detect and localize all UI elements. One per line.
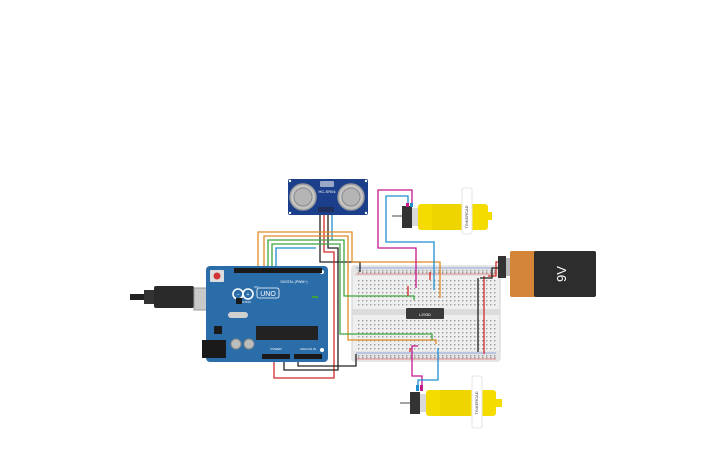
driver-chip-label: L293D — [419, 312, 431, 317]
wires — [257, 189, 500, 386]
wire-bottom-motor-magenta — [411, 345, 423, 386]
sensor-model-label: HC-SR04 — [318, 189, 336, 194]
wire-battery-black — [480, 267, 500, 279]
svg-text:+: + — [247, 292, 250, 298]
wire-pin-orange-1 — [257, 231, 441, 298]
reset-button[interactable] — [213, 272, 221, 280]
arduino-uno-board[interactable]: DIGITAL (PWM~) – + UNO ARDUINO ON POWER … — [130, 266, 328, 362]
dc-motor-bottom[interactable]: TINKERCAD — [400, 375, 502, 429]
analog-header-label: ANALOG IN — [300, 347, 316, 351]
wire-top-motor-magenta — [377, 189, 417, 288]
board-brand-label: ARDUINO — [237, 300, 252, 304]
motor-driver-chip[interactable]: L293D — [406, 308, 444, 319]
breadboard-holes — [358, 270, 496, 359]
battery-voltage-label: 9V — [554, 266, 569, 282]
power-header-label: POWER — [270, 347, 282, 351]
wire-sensor-trig — [273, 214, 335, 379]
wire-pin-blue — [275, 247, 316, 270]
on-led-label: ON — [254, 285, 259, 289]
battery-9v[interactable]: 9V — [498, 251, 596, 297]
wire-pin-green-2 — [271, 243, 433, 340]
motor-bottom-brand: TINKERCAD — [474, 391, 479, 414]
wire-sensor-echo — [283, 214, 339, 371]
motor-top-brand: TINKERCAD — [464, 205, 469, 228]
wire-top-motor-blue — [385, 195, 435, 290]
wire-pin-green-1 — [267, 239, 415, 300]
wire-arduino-gnd — [297, 354, 357, 367]
ultrasonic-sensor[interactable]: HC-SR04 — [288, 179, 368, 215]
digital-header-label: DIGITAL (PWM~) — [280, 280, 307, 284]
wire-bottom-motor-blue — [417, 348, 439, 386]
board-model-label: UNO — [260, 291, 276, 298]
svg-text:–: – — [237, 292, 240, 298]
wire-pin-orange-2 — [263, 235, 437, 344]
dc-motor-top[interactable]: TINKERCAD — [392, 187, 492, 235]
